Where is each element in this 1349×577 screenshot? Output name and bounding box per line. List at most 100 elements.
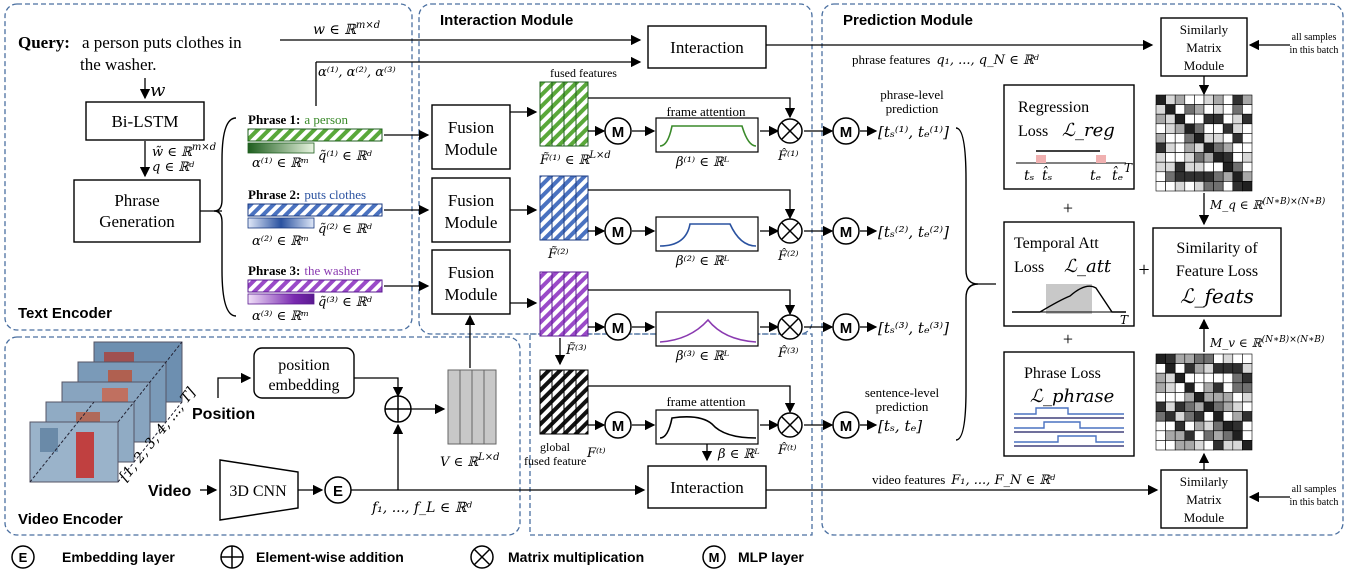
temporal-att-loss-box: Temporal Att Loss ℒ_att T xyxy=(1003,221,1135,327)
matrix-cell xyxy=(1222,104,1234,115)
matrix-cell xyxy=(1222,353,1234,364)
query-label: Query: xyxy=(18,33,70,52)
matrix-cell xyxy=(1165,152,1176,163)
svg-text:Element-wise addition: Element-wise addition xyxy=(256,549,404,565)
prediction-brace xyxy=(955,127,979,441)
svg-text:t̂ₑ: t̂ₑ xyxy=(1112,165,1123,184)
matrix-cell xyxy=(1165,171,1176,182)
matrix-cell xyxy=(1155,123,1166,134)
beta3-label: β⁽³⁾ ∈ ℝᴸ xyxy=(675,349,729,364)
f-label: f₁, ..., f_L ∈ ℝᵈ xyxy=(371,500,472,516)
regression-loss-box: Regression Loss ℒ_reg tₛ t̂ₛ tₑ t̂ₑ T xyxy=(1003,84,1135,190)
matrix-cell xyxy=(1232,353,1243,364)
mlp-pred-2: M xyxy=(832,217,860,245)
phrase-2-q: q̃⁽²⁾ ∈ ℝᵈ xyxy=(318,222,373,237)
matrix-cell xyxy=(1213,133,1224,144)
matrix-cell xyxy=(1184,161,1195,173)
matrix-cell xyxy=(1155,171,1166,182)
matrix-cell xyxy=(1203,401,1214,412)
matrix-cell xyxy=(1184,401,1195,412)
phrase-3-feature-bar xyxy=(247,279,383,293)
matrix-cell xyxy=(1222,133,1234,144)
embedding-node: E xyxy=(324,476,352,504)
svg-text:ℒ_reg: ℒ_reg xyxy=(1062,120,1115,141)
matrix-cell xyxy=(1184,353,1195,364)
matrix-cell xyxy=(1213,430,1224,441)
svg-text:M: M xyxy=(612,418,625,435)
matrix-cell xyxy=(1155,161,1166,173)
phrase-1-feature-bar xyxy=(247,128,383,142)
video-label: Video xyxy=(148,483,192,500)
matrix-cell xyxy=(1165,372,1176,384)
matrix-cell xyxy=(1155,420,1166,432)
query-text-2: the washer. xyxy=(80,55,156,74)
matrix-cell xyxy=(1165,142,1176,153)
matrix-cell xyxy=(1165,94,1176,105)
all-samples-bottom-2: in this batch xyxy=(1290,497,1339,508)
phrase-generation-label-1: Phrase xyxy=(114,191,159,210)
sentence-level-label-2: prediction xyxy=(876,399,929,414)
matrix-cell xyxy=(1174,152,1186,163)
similarity-feature-loss-box: Similarity of Feature Loss ℒ_feats xyxy=(1152,227,1282,317)
all-samples-top-2: in this batch xyxy=(1290,45,1339,56)
matrix-cell xyxy=(1213,171,1224,182)
matrix-cell xyxy=(1242,152,1253,163)
matrix-cell xyxy=(1242,392,1253,403)
beta2-label: β⁽²⁾ ∈ ℝᴸ xyxy=(675,254,729,269)
matrix-cell xyxy=(1242,353,1253,364)
matrix-cell xyxy=(1203,353,1214,364)
matrix-cell xyxy=(1203,133,1214,144)
matrix-cell xyxy=(1222,142,1234,153)
svg-text:M: M xyxy=(709,550,720,565)
matrix-cell xyxy=(1174,420,1186,432)
matrix-cell xyxy=(1203,113,1214,125)
text-encoder-title: Text Encoder xyxy=(18,305,112,322)
matrix-cell xyxy=(1184,392,1195,403)
matrix-cell xyxy=(1165,382,1176,393)
F3-label: F̃⁽³⁾ xyxy=(565,342,587,358)
matrix-cell xyxy=(1232,440,1243,451)
matrix-cell xyxy=(1213,113,1224,125)
matrix-cell xyxy=(1194,430,1205,441)
beta-label: β ∈ ℝᴸ xyxy=(717,447,760,462)
matrix-cell xyxy=(1232,401,1243,412)
matrix-cell xyxy=(1155,142,1166,153)
matrix-cell xyxy=(1242,133,1253,144)
matrix-cell xyxy=(1194,372,1205,384)
svg-text:M: M xyxy=(840,224,853,241)
svg-text:Module: Module xyxy=(445,285,498,304)
w-arrow-label: w xyxy=(150,80,166,101)
legend-addition: Element-wise addition xyxy=(220,545,404,569)
phrase-1-attention-bar xyxy=(247,142,315,154)
matrix-cell xyxy=(1242,430,1253,441)
matrix-cell xyxy=(1203,363,1214,374)
matrix-cell xyxy=(1165,401,1176,412)
matrix-cell xyxy=(1165,411,1176,422)
svg-text:T: T xyxy=(1120,313,1129,327)
matrix-cell xyxy=(1222,440,1234,451)
matrix-cell xyxy=(1165,181,1176,192)
plus-2: + xyxy=(1063,329,1073,349)
all-samples-bottom-1: all samples xyxy=(1292,484,1337,495)
bilstm-label: Bi-LSTM xyxy=(111,112,178,131)
mlp-pred-3: M xyxy=(832,313,860,341)
phrase-generation-label-2: Generation xyxy=(99,212,175,231)
svg-text:Loss: Loss xyxy=(1014,259,1044,276)
alphas-label: α⁽¹⁾, α⁽²⁾, α⁽³⁾ xyxy=(318,65,396,80)
svg-text:tₑ: tₑ xyxy=(1090,168,1101,184)
interaction-top-label: Interaction xyxy=(670,38,744,57)
matrix-cell xyxy=(1203,372,1214,384)
matrix-cell xyxy=(1232,142,1243,153)
matrix-cell xyxy=(1165,161,1176,173)
svg-text:M: M xyxy=(612,124,625,141)
position-label: Position xyxy=(192,406,255,423)
svg-text:M: M xyxy=(840,418,853,435)
svg-text:M: M xyxy=(612,320,625,337)
Fhat3-label: F̂⁽³⁾ xyxy=(777,345,799,361)
mlp-node-2: M xyxy=(604,217,632,245)
matrix-cell xyxy=(1165,123,1176,134)
matrix-cell xyxy=(1203,181,1214,192)
matrix-cell xyxy=(1155,94,1166,105)
svg-text:Module: Module xyxy=(1184,510,1225,525)
Mq-label: M_q ∈ ℝ(N∗B)×(N∗B) xyxy=(1209,196,1326,212)
